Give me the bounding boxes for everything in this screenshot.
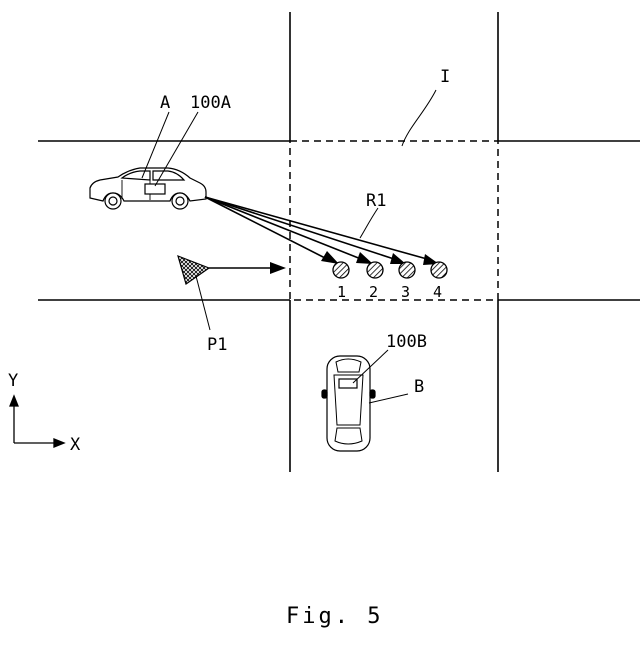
ray-2-arrowhead bbox=[356, 252, 373, 264]
device-100a-label: 100A bbox=[190, 93, 231, 113]
x-axis-arrowhead bbox=[54, 439, 64, 447]
target-marker-3 bbox=[399, 262, 415, 278]
route-rays bbox=[205, 197, 427, 259]
target-marker-2 bbox=[367, 262, 383, 278]
pedestrian-p1-label: P1 bbox=[207, 335, 227, 355]
route-label: R1 bbox=[366, 191, 386, 211]
target-label-1: 1 bbox=[337, 283, 346, 301]
x-axis-label: X bbox=[70, 435, 81, 455]
intersection-label: I bbox=[440, 67, 450, 87]
vehicle-a-windows bbox=[122, 171, 184, 180]
target-marker-1 bbox=[333, 262, 349, 278]
ray-4 bbox=[205, 197, 427, 259]
target-marker-4 bbox=[431, 262, 447, 278]
vehicle-b-rear-window bbox=[336, 359, 361, 372]
route-leader-line bbox=[360, 208, 378, 238]
device-100b-label: 100B bbox=[386, 332, 427, 352]
figure-caption: Fig. 5 bbox=[286, 604, 383, 629]
vehicle-b-right-mirror bbox=[370, 390, 375, 398]
vehicle-a-label: A bbox=[160, 93, 170, 113]
pedestrian-p1-arrowhead bbox=[270, 262, 286, 274]
target-label-4: 4 bbox=[433, 283, 442, 301]
y-axis-label: Y bbox=[8, 371, 18, 391]
vehicle-a bbox=[90, 168, 206, 209]
vehicle-b-left-mirror bbox=[322, 390, 327, 398]
target-label-2: 2 bbox=[369, 283, 378, 301]
y-axis-arrowhead bbox=[10, 396, 18, 406]
device-100b bbox=[339, 379, 357, 388]
axes-indicator bbox=[10, 396, 64, 447]
pedestrian-p1-leader bbox=[196, 276, 210, 330]
intersection-leader-line bbox=[402, 90, 436, 146]
vehicle-b-label: B bbox=[414, 377, 424, 397]
intersection-area bbox=[290, 141, 498, 300]
ray-1 bbox=[205, 197, 327, 259]
pedestrian-p1-icon bbox=[178, 256, 209, 284]
ray-1-arrowhead bbox=[321, 251, 339, 264]
vehicle-b-windshield bbox=[335, 428, 362, 444]
ray-2 bbox=[205, 197, 361, 259]
target-label-3: 3 bbox=[401, 283, 410, 301]
